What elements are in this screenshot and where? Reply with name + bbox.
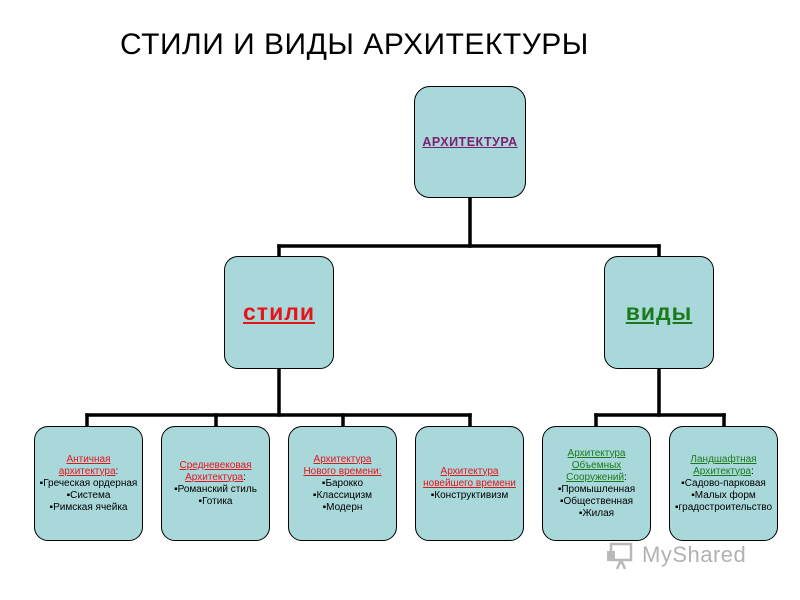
leaf-heading: Архитектура: [313, 453, 372, 465]
presentation-board-icon: [607, 542, 633, 570]
leaf-item: Жилая: [535, 508, 658, 520]
leaf-items: Садово-парковая Малых форм градостроител…: [662, 478, 785, 514]
leaf-item: Римская ячейка: [27, 502, 150, 514]
leaf-heading: Объемных: [571, 459, 622, 471]
leaf-node-newest-time: Архитектура новейшего времени Конструкти…: [415, 426, 524, 541]
leaf-heading: новейшего времени: [423, 477, 516, 489]
leaf-item: Греческая ордерная: [27, 478, 150, 490]
leaf-heading: Античная: [66, 453, 111, 465]
leaf-item: Общественная: [535, 496, 658, 508]
leaf-item: Барокко: [281, 478, 404, 490]
leaf-heading: Архитектура: [693, 465, 752, 477]
leaf-item: градостроительство: [662, 502, 785, 514]
watermark-text: MyShared: [642, 542, 747, 567]
leaf-heading: Сооружений: [566, 471, 625, 483]
watermark: MyShared: [604, 538, 764, 572]
leaf-content: Архитектура новейшего времени Конструкти…: [408, 466, 531, 502]
leaf-node-landscape: Ландшафтная Архитектура: Садово-парковая…: [669, 426, 778, 541]
leaf-node-new-time: Архитектура Нового времени: Барокко Клас…: [288, 426, 397, 541]
leaf-item: Система: [27, 490, 150, 502]
leaf-node-medieval: Средневековая Архитектура: Романский сти…: [161, 426, 270, 541]
leaf-items: Промышленная Общественная Жилая: [535, 484, 658, 520]
leaf-items: Романский стиль Готика: [154, 484, 277, 508]
branch-label-types: виды: [625, 299, 693, 325]
leaf-content: Средневековая Архитектура: Романский сти…: [154, 460, 277, 508]
leaf-heading: Архитектура: [185, 471, 244, 483]
leaf-heading: Ландшафтная: [690, 453, 757, 465]
root-label: АРХИТЕКТУРА: [422, 135, 518, 149]
leaf-heading: архитектура: [58, 465, 116, 477]
leaf-node-antique: Античная архитектура: Греческая ордерная…: [34, 426, 143, 541]
leaf-item: Садово-парковая: [662, 478, 785, 490]
page-title: СТИЛИ И ВИДЫ АРХИТЕКТУРЫ: [120, 28, 589, 61]
leaf-heading: Нового времени:: [303, 465, 382, 477]
leaf-heading: Средневековая: [179, 459, 252, 471]
leaf-item: Романский стиль: [154, 484, 277, 496]
leaf-content: Ландшафтная Архитектура: Садово-парковая…: [662, 454, 785, 514]
leaf-heading-suffix: :: [624, 471, 627, 483]
leaf-items: Барокко Классицизм Модерн: [281, 478, 404, 514]
branch-label-styles: стили: [243, 299, 315, 325]
leaf-items: Конструктивизм: [408, 490, 531, 502]
leaf-content: Архитектура Объемных Сооружений: Промышл…: [535, 448, 658, 520]
leaf-heading-suffix: :: [751, 465, 754, 477]
branch-node-types: виды: [604, 256, 714, 369]
leaf-heading: Архитектура: [440, 465, 499, 477]
leaf-content: Античная архитектура: Греческая ордерная…: [27, 454, 150, 514]
leaf-items: Греческая ордерная Система Римская ячейк…: [27, 478, 150, 514]
leaf-heading-suffix: :: [115, 465, 119, 477]
branch-node-styles: стили: [224, 256, 334, 369]
leaf-item: Промышленная: [535, 484, 658, 496]
leaf-item: Готика: [154, 496, 277, 508]
leaf-node-volumetric: Архитектура Объемных Сооружений: Промышл…: [542, 426, 651, 541]
leaf-content: Архитектура Нового времени: Барокко Клас…: [281, 454, 404, 514]
leaf-item: Малых форм: [662, 490, 785, 502]
leaf-item: Модерн: [281, 502, 404, 514]
root-node: АРХИТЕКТУРА: [414, 86, 526, 198]
leaf-heading: Архитектура: [567, 447, 626, 459]
leaf-heading-suffix: :: [243, 471, 246, 483]
leaf-item: Классицизм: [281, 490, 404, 502]
leaf-item: Конструктивизм: [408, 490, 531, 502]
